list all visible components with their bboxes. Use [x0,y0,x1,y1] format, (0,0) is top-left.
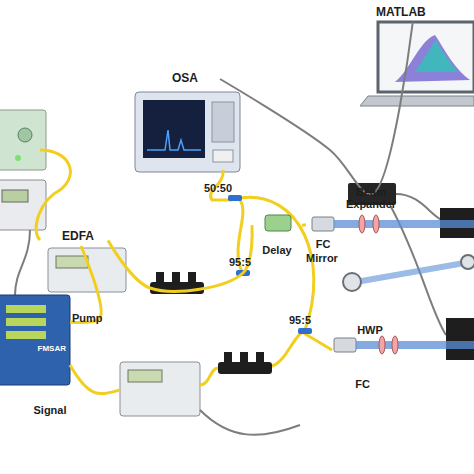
electric-cable [200,410,300,435]
source-node: FMSAR [0,295,70,385]
controller-paddle [256,352,264,366]
fiber-coupler [298,328,312,334]
lens [379,336,385,354]
surface-plot [415,40,458,72]
computer-node: MATLAB [372,4,474,22]
edge-label: Pump [72,312,103,324]
edfa-device [48,248,126,292]
fiber-coupler [236,270,250,276]
node-label: Delay [262,244,291,256]
osa-port [213,150,233,162]
laptop-screen [378,22,474,92]
spectrum-trace [147,130,201,150]
device-display [128,370,162,382]
controller-device [0,110,46,170]
node-label: OSA [172,72,198,84]
osa-instrument [135,92,240,172]
half-wave-plate [392,336,398,354]
node-label: EDFA [62,230,94,242]
osa-keypad [212,102,234,142]
delay-line [265,215,291,231]
optical-fiber [70,365,120,394]
component-label: 95:5 [222,256,258,268]
fiber-connection [302,223,306,226]
connector-row [6,305,46,313]
laser-source [0,295,70,385]
laser-beam [334,220,474,228]
lens [359,215,365,233]
component-label: Beam Expander [340,186,402,210]
fiber-connection [220,22,413,194]
node-label: FC [316,238,331,250]
mirror [343,273,361,291]
osa-screen [143,100,205,158]
delay-node: Delay [252,212,302,256]
node-label: FC [355,378,370,390]
amplifier-device [120,362,200,416]
fiber-collimator [312,217,334,231]
electric-cable [396,194,442,220]
component-label: Signal [28,404,72,416]
instrument-node: OSA [150,70,220,88]
controller-paddle [240,352,248,366]
controller-paddle [188,272,196,286]
laser-beam [356,341,474,349]
device-knob [18,128,32,142]
component-label: 50:50 [198,182,238,194]
laser-beam [356,262,470,282]
lens [373,215,379,233]
collimator-node: FC [330,335,370,390]
mirror [461,255,474,269]
connector-row [6,318,46,326]
node-label: FMSAR [38,343,66,355]
amplifier-node: EDFA [48,228,108,246]
controller-paddle [172,272,180,286]
controller-paddle [156,272,164,286]
electric-cable [15,230,30,295]
laptop-base [360,96,474,106]
device-display [2,190,28,202]
component-label: HWP [350,324,390,336]
fiber-collimator [334,338,356,352]
controller-paddle [224,352,232,366]
component-label: 95:5 [282,314,318,326]
laser-device [0,180,46,230]
device-led [15,155,21,161]
collimator-node: FC [306,214,340,250]
optical-fiber [36,150,70,240]
detector [446,318,474,360]
surface-plot [395,35,470,82]
optical-fiber [240,197,314,330]
component-label: Mirror [300,252,344,264]
node-label: MATLAB [376,6,426,18]
device-display [56,256,88,268]
optical-fiber [200,332,332,385]
fiber-connection [70,246,101,323]
fiber-coupler [228,195,242,201]
connector-row [6,331,46,339]
